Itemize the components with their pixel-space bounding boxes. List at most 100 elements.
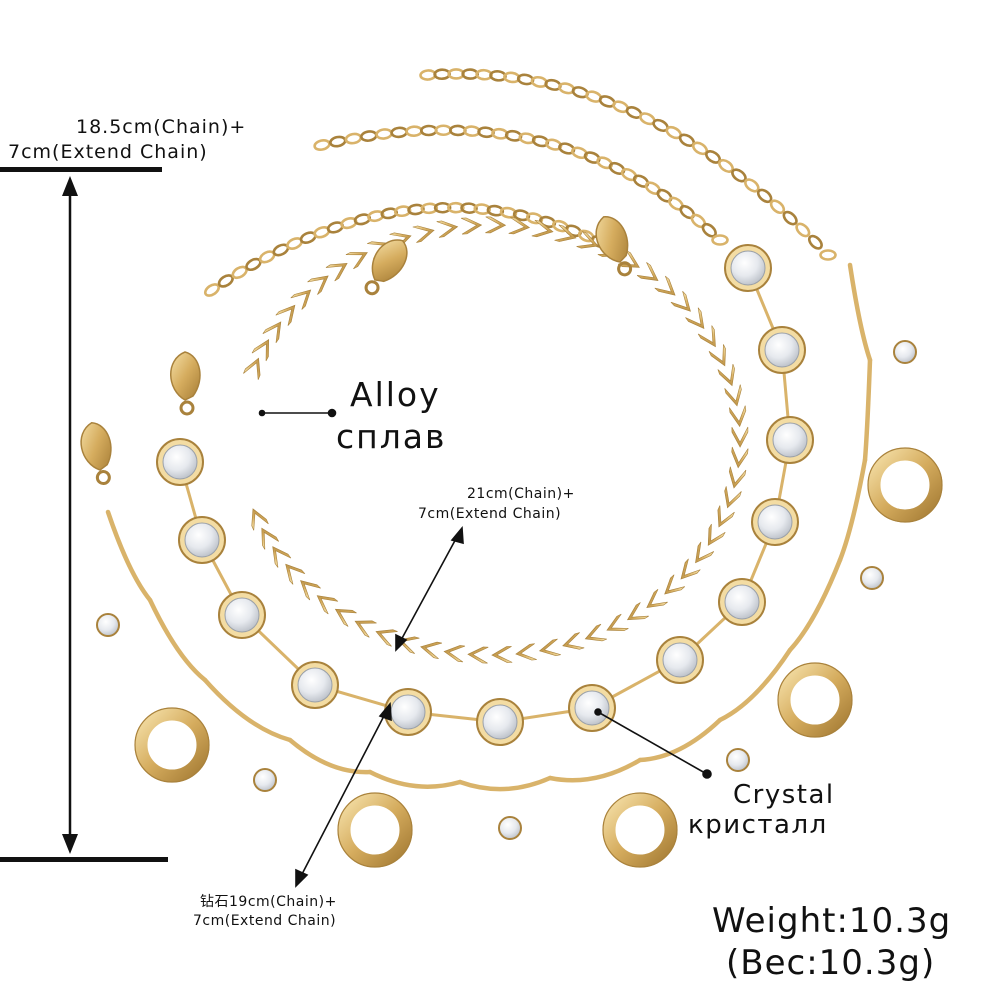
chevron-link [412,225,435,243]
crystal-pointer-dot [702,769,712,779]
ring-charm-edge [337,792,413,868]
diamond-chain-label-line2: 7cm(Extend Chain) [193,913,337,929]
ring-charm [134,707,210,783]
weight-label-ru: (Bec:10.3g) [726,943,936,983]
lobster-clasp [595,216,633,277]
chevron-link [375,629,398,647]
chevron-link [467,646,489,664]
chain-link [690,213,707,229]
crystal-stone [184,522,220,558]
chevron-link [680,558,701,580]
crystal-bracelet [156,244,814,746]
chain-link [558,142,576,155]
chain-link [782,210,798,226]
clasp-ring [617,261,633,277]
small-gem-charm [893,340,917,364]
chain-link [679,204,696,220]
crystal-stone [772,422,808,458]
crystal-stone [764,332,800,368]
chevron-link [707,523,726,546]
crystal-pointer-start-dot [594,708,602,716]
diamond-chain-label-line1: 钻石19cm(Chain)+ [200,894,337,910]
scallop-bar [457,775,553,792]
chevron-link [290,289,312,310]
ring-charm [337,792,413,868]
chevron-link [307,275,329,295]
ring-charm [602,792,678,868]
chain-link [608,161,626,175]
small-gem-charm [253,768,277,792]
chain-link [756,188,773,204]
chevron-link [345,252,368,270]
chain-link [405,125,423,138]
scallop-bar [547,757,643,783]
scallop-bar [787,557,843,653]
chain-link [344,132,363,145]
scallop-bar [147,597,208,683]
ring-charm-edge [602,792,678,868]
chain-link [620,167,638,182]
chevron-link [708,344,726,367]
chain-link [420,124,438,137]
bottom-measure-bar [0,857,168,862]
chevron-link [728,466,747,489]
scallop-bar [202,677,293,743]
clasp-ring [179,400,195,416]
chain-link [711,234,729,246]
chevron-link [731,426,749,448]
clasp-body [595,216,629,263]
chain-link [583,151,601,164]
chevron-link [626,602,649,621]
alloy-chevron-bracelet [243,216,749,664]
small-gem-charm [726,748,750,772]
diamond-chain-arrow-line [299,711,387,879]
crystal-label-en: Crystal [733,780,835,810]
chevron-link [617,250,640,268]
arrow-down-icon [62,834,78,854]
chevron-link [420,641,443,660]
charm-bracelets [96,262,943,868]
diamond-chain-arrow-down-icon [295,868,309,888]
scallop-bar [837,457,868,563]
chain-link [512,209,531,222]
chevron-link [584,623,607,642]
crystal-stone [730,250,766,286]
scallop-bar [847,262,873,363]
chevron-link [717,505,735,528]
ring-charm [777,662,853,738]
crystal-label-ru: кристалл [688,810,828,840]
chain-link [545,138,563,151]
ring-charm-edge [777,662,853,738]
chain-link [203,283,221,297]
crystal-stone [162,444,198,480]
scallop-bar [862,357,873,463]
measurement-guide [0,167,168,862]
chevron-link [717,363,735,387]
chevron-link [262,321,282,344]
chain-link [744,178,760,193]
chain-link [473,203,491,215]
crystal-stone [297,667,333,703]
chevron-link [554,224,577,242]
alloy-label-ru: сплав [336,417,447,456]
chain-link [367,210,385,223]
chain-link [668,196,684,211]
crystal-pointer-line [597,711,706,774]
crystal-chain-arrow-line [399,534,459,643]
chain-link [329,135,347,148]
clasp-body [170,351,201,401]
chevron-link [508,217,531,235]
chevron-link [606,613,629,631]
clasp-ring [364,280,380,296]
chevron-link [515,643,537,661]
chevron-link [334,608,357,627]
chevron-link [636,262,659,281]
chevron-link [443,645,466,663]
alloy-pointer-dot [327,408,337,418]
ring-charm-edge [134,707,210,783]
chevron-link [272,546,292,568]
total-length-label-line2: 7cm(Extend Chain) [8,141,208,163]
chain-link [486,204,505,217]
ring-charm-edge [867,447,943,523]
